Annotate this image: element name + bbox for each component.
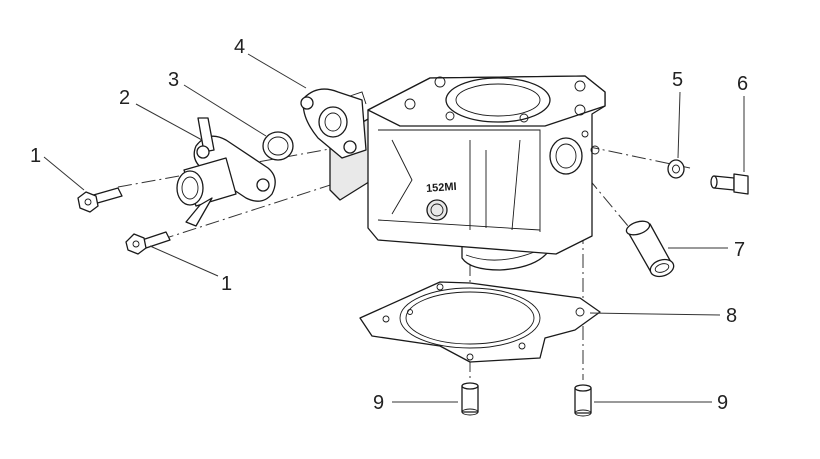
- callout-1-upper: 1: [30, 145, 41, 167]
- callout-9-left: 9: [373, 392, 384, 414]
- callout-9-right: 9: [717, 392, 728, 414]
- dowel-pin-right: [574, 384, 592, 417]
- callout-7: 7: [734, 239, 745, 261]
- callout-5: 5: [672, 69, 683, 91]
- leader-lines: [43, 53, 745, 403]
- o-ring: [262, 131, 294, 161]
- bolt-lower: [125, 231, 171, 255]
- cylinder-engraving: 152MI: [426, 181, 457, 195]
- callout-2: 2: [119, 87, 130, 109]
- callout-8: 8: [726, 305, 737, 327]
- plug-screw: [710, 173, 749, 195]
- sleeve: [625, 220, 675, 278]
- cylinder-block: 152MI: [300, 75, 606, 271]
- callout-labels: 1 1 2 3 4 5 6 7 8 9 9: [30, 36, 748, 414]
- water-pipe-fitting: [176, 117, 276, 227]
- callout-1-lower: 1: [221, 273, 232, 295]
- washer: [667, 159, 685, 179]
- callout-6: 6: [737, 73, 748, 95]
- bolt-upper: [77, 187, 123, 213]
- callout-3: 3: [168, 69, 179, 91]
- dowel-pin-left: [461, 382, 479, 416]
- base-gasket: [359, 281, 601, 363]
- callout-4: 4: [234, 36, 245, 58]
